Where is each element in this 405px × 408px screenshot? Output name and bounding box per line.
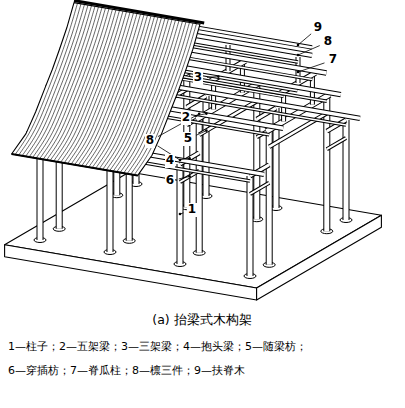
- gold-column: [199, 118, 200, 253]
- tile-row: [117, 21, 179, 172]
- eave-column: [250, 176, 251, 276]
- gold-column-body: [267, 130, 272, 265]
- leaders: [158, 34, 325, 215]
- tile-row: [127, 22, 189, 173]
- cross-tie-body: [327, 138, 346, 149]
- leader-line: [298, 34, 311, 45]
- callout-number: 5: [183, 132, 193, 146]
- leader-line: [298, 63, 324, 72]
- leader-dot: [297, 54, 300, 57]
- tile-row: [99, 18, 161, 169]
- leader-dot: [188, 175, 191, 178]
- callout-number: 4: [165, 154, 175, 168]
- leader-dot: [179, 213, 182, 216]
- platform-front: [5, 245, 257, 300]
- platform-side: [257, 215, 382, 300]
- gold-column: [256, 84, 257, 219]
- cross-tie: [327, 138, 346, 149]
- eave-edge: [12, 154, 138, 176]
- tile-row: [103, 18, 165, 169]
- gold-column-outline: [196, 118, 203, 253]
- callout-number: 2: [181, 111, 191, 125]
- leader-dot: [297, 44, 300, 47]
- leader-line: [207, 76, 218, 78]
- leader-dot: [198, 113, 201, 116]
- eave-column-outline: [343, 120, 350, 220]
- cross-tie: [250, 183, 269, 194]
- tile-row: [96, 17, 158, 168]
- eave-column: [346, 120, 347, 220]
- leader-line: [196, 131, 206, 136]
- leader-line: [179, 176, 190, 179]
- legend-line: 1—柱子；2—五架梁；3—三架梁；4—抱头梁；5—随梁枋；: [8, 341, 307, 354]
- callout-number: 8: [145, 134, 155, 148]
- cross-tie-outline: [250, 183, 269, 194]
- tile-row: [110, 19, 172, 170]
- callout-number: 8: [323, 35, 333, 49]
- roof-surface: [12, 3, 200, 176]
- tile-row: [124, 22, 186, 173]
- leader-dot: [205, 112, 208, 115]
- gold-column: [326, 96, 327, 231]
- tile-row: [134, 24, 196, 175]
- leader-dot: [217, 75, 220, 78]
- leader-dot: [188, 157, 191, 160]
- caption: (a) 抬梁式木构架: [152, 313, 251, 327]
- gold-column-body: [197, 118, 202, 253]
- leader-line: [298, 46, 320, 55]
- tile-row: [113, 20, 175, 171]
- gold-column-outline: [266, 130, 273, 265]
- tile-row: [120, 21, 182, 172]
- tile-row: [106, 19, 168, 170]
- cross-tie-outline: [327, 138, 346, 149]
- callout-number: 9: [313, 21, 323, 35]
- callout-number: 1: [187, 203, 197, 217]
- legend-line: 6—穿插枋；7—脊瓜柱；8—檩三件；9—扶脊木: [8, 365, 245, 378]
- leader-dot: [179, 159, 182, 162]
- roof: [12, 1, 205, 176]
- tile-row: [131, 23, 193, 174]
- ridge-cap: [74, 1, 204, 23]
- tile-row: [92, 16, 154, 167]
- callout-number: 3: [193, 71, 203, 85]
- eave-column-body: [344, 120, 349, 220]
- leader-dot: [297, 71, 300, 74]
- gold-column: [269, 130, 270, 265]
- cross-tie-body: [250, 183, 269, 194]
- callout-number: 6: [165, 174, 175, 188]
- callout-number: 7: [328, 53, 338, 67]
- leader-dot: [205, 129, 208, 132]
